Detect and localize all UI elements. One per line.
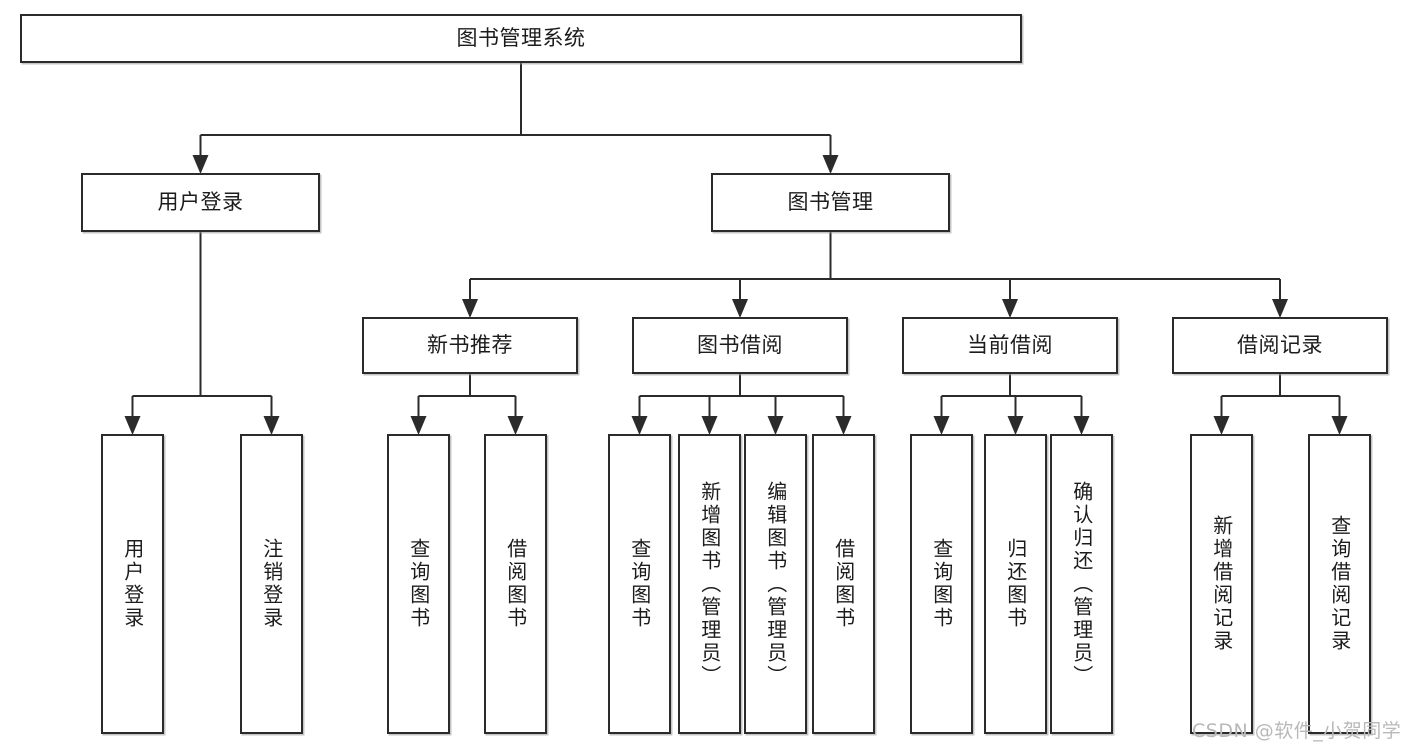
node-leaf-query-book-1[interactable]: 查询图书 [387,434,450,734]
node-label: 查询图书 [627,538,652,630]
node-user-login[interactable]: 用户登录 [81,173,320,232]
node-leaf-query-book-3[interactable]: 查询图书 [910,434,973,734]
node-new-book-rec[interactable]: 新书推荐 [362,317,578,374]
node-leaf-add-record[interactable]: 新增借阅记录 [1190,434,1253,734]
node-label: 图书管理系统 [456,25,586,50]
node-label: 查询图书 [406,538,431,630]
csdn-watermark: CSDN @软件_小贺同学 [1192,720,1402,742]
node-label: 注销登录 [259,538,284,630]
node-leaf-borrow-book-2[interactable]: 借阅图书 [812,434,875,734]
node-label: 借阅图书 [831,538,856,630]
node-leaf-borrow-book-1[interactable]: 借阅图书 [484,434,547,734]
node-label: 图书借阅 [697,332,783,357]
node-leaf-query-book-2[interactable]: 查询图书 [608,434,671,734]
node-leaf-query-record[interactable]: 查询借阅记录 [1308,434,1371,734]
node-label: 编辑图书（管理员） [763,480,788,688]
node-root[interactable]: 图书管理系统 [20,14,1022,63]
node-label: 确认归还（管理员） [1069,480,1094,688]
node-leaf-add-book[interactable]: 新增图书（管理员） [678,434,741,734]
node-label: 借阅图书 [503,538,528,630]
node-label: 借阅记录 [1237,332,1323,357]
node-label: 图书管理 [787,189,874,214]
node-leaf-user-login[interactable]: 用户登录 [101,434,164,734]
node-leaf-logout[interactable]: 注销登录 [240,434,303,734]
node-label: 用户登录 [120,538,145,630]
node-label: 用户登录 [157,189,244,214]
node-label: 新书推荐 [427,332,513,357]
node-label: 当前借阅 [967,332,1053,357]
node-label: 新增图书（管理员） [697,480,722,688]
node-leaf-confirm-return[interactable]: 确认归还（管理员） [1050,434,1113,734]
node-book-manage[interactable]: 图书管理 [711,173,950,232]
node-label: 新增借阅记录 [1209,515,1234,653]
node-label: 查询借阅记录 [1327,515,1352,653]
node-book-borrow[interactable]: 图书借阅 [632,317,848,374]
node-borrow-record[interactable]: 借阅记录 [1172,317,1388,374]
node-label: 查询图书 [929,538,954,630]
node-leaf-return-book[interactable]: 归还图书 [984,434,1047,734]
node-label: 归还图书 [1003,538,1028,630]
node-current-borrow[interactable]: 当前借阅 [902,317,1118,374]
node-leaf-edit-book[interactable]: 编辑图书（管理员） [744,434,807,734]
